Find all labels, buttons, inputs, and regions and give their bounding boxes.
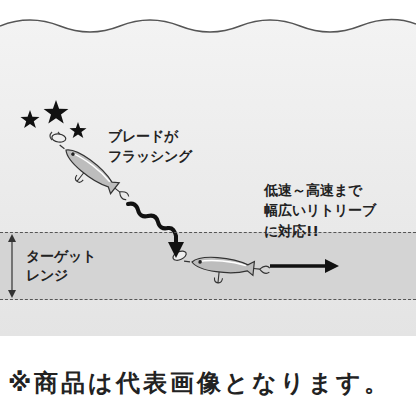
range-arrow xyxy=(8,234,16,298)
blade-note: ブレードが フラッシング xyxy=(108,126,208,167)
lure xyxy=(169,248,271,288)
water-body xyxy=(0,20,416,336)
disclaimer-note: ※商品は代表画像となります。 xyxy=(8,368,410,399)
target-band-fill xyxy=(0,232,416,300)
retrieve-arrow xyxy=(270,264,332,268)
target-range-band: ターゲット レンジ xyxy=(0,232,416,300)
retrieve-note: 低速～高速まで 幅広いリトリーブ に対応!! xyxy=(264,180,396,241)
band-label: ターゲット レンジ xyxy=(26,247,110,285)
flash-stars xyxy=(21,100,87,138)
water-surface xyxy=(0,20,416,32)
sink-arrow xyxy=(128,204,176,250)
